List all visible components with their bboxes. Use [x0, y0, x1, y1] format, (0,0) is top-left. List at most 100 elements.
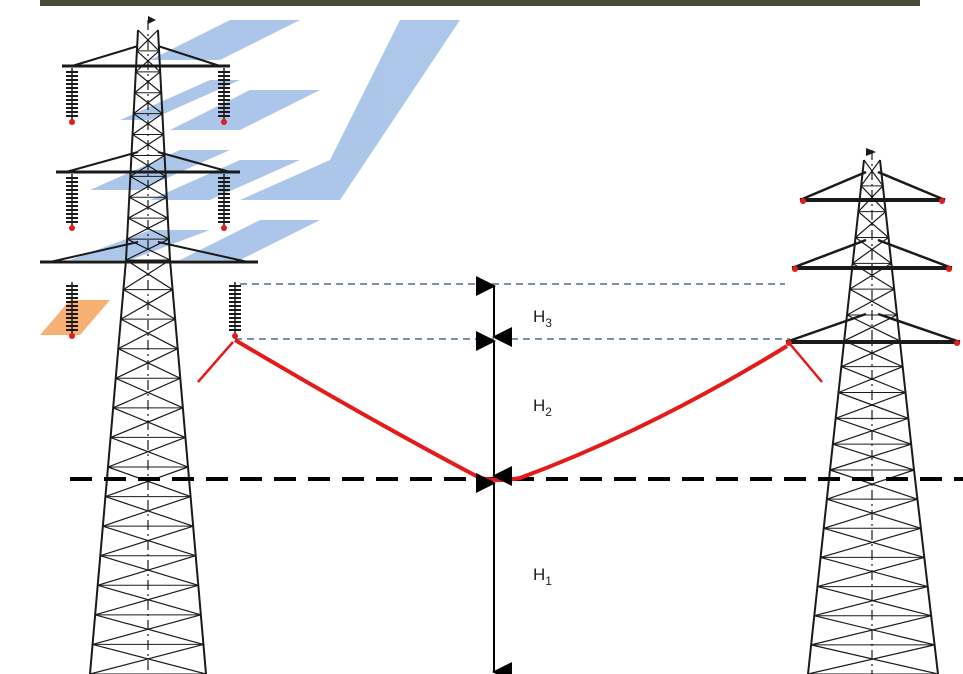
right-upper-brace [835, 391, 906, 419]
left-lower-brace [110, 436, 189, 468]
right-lower-brace [817, 556, 925, 588]
right-upper-brace [860, 159, 881, 187]
left-crossarm-low-brace [49, 241, 139, 263]
right-clamp-mid-left [792, 266, 798, 272]
right-upper-brace [843, 340, 903, 368]
right-lower-brace [817, 585, 932, 617]
right-transmission-tower [785, 148, 961, 674]
right-upper-brace [855, 211, 887, 238]
left-insulator-5-clamp [69, 333, 75, 339]
right-lower-brace [811, 644, 939, 674]
left-lower-brace [105, 496, 194, 527]
right-crossarm-top-brace [799, 170, 867, 202]
left-insulator-1-clamp [69, 119, 75, 125]
right-lower-brace [820, 556, 928, 588]
left-crossarm-top-brace [157, 45, 221, 67]
right-lower-leg-right [913, 469, 939, 674]
left-lower-brace [102, 525, 196, 557]
right-crossarm-top-brace [877, 170, 946, 202]
right-upper-brace [835, 417, 912, 445]
right-lower-brace [829, 469, 918, 500]
right-upper-brace [841, 340, 901, 368]
left-lower-brace [123, 259, 171, 291]
left-lower-brace [118, 318, 176, 350]
right-lower-brace [814, 585, 928, 617]
left-lower-brace [92, 614, 202, 646]
left-crossarm-low-brace [157, 241, 249, 263]
right-crossarm-mid-brace [877, 238, 953, 270]
left-lower-brace [110, 407, 184, 438]
left-lower-brace [120, 318, 178, 350]
left-lower-brace [89, 643, 204, 674]
left-lower-brace [123, 289, 176, 320]
left-lower-brace [118, 348, 181, 379]
right-clamp-mid-right [946, 266, 952, 272]
right-crossarm-low-brace [785, 312, 867, 344]
left-lower-brace [120, 289, 173, 320]
right-lower-leg-left [807, 469, 831, 674]
right-upper-brace [863, 159, 884, 187]
right-lower-brace [826, 469, 915, 500]
right-upper-brace [841, 366, 906, 394]
right-tower-flag [866, 148, 876, 156]
left-lower-brace [100, 525, 194, 557]
left-lower-brace [97, 555, 196, 586]
right-lower-brace [820, 527, 922, 559]
right-conductor-stub [789, 343, 823, 383]
left-lower-brace [97, 584, 202, 616]
left-crossarm-mid-brace [65, 151, 139, 173]
conductor-catenary [233, 338, 789, 482]
right-lower-brace [826, 498, 922, 529]
right-clamp-top-right [939, 198, 945, 204]
right-upper-brace [857, 211, 889, 238]
left-insulator-3-clamp [69, 225, 75, 231]
left-insulator-4-clamp [221, 225, 227, 231]
right-clamp-top-left [800, 198, 806, 204]
right-upper-brace [849, 288, 898, 316]
h2-label: H2 [533, 396, 552, 419]
right-upper-brace [843, 314, 898, 342]
right-lower-brace [807, 644, 935, 674]
right-upper-brace [846, 288, 895, 316]
left-crossarm-top-brace [71, 45, 139, 67]
left-lower-brace [94, 614, 204, 646]
right-lower-brace [823, 527, 925, 559]
left-lower-brace [92, 643, 207, 674]
left-lower-brace [107, 466, 191, 498]
right-upper-brace [832, 443, 915, 471]
right-clamp-low-right [954, 340, 960, 346]
left-lower-brace [112, 407, 186, 438]
h1-label: H1 [533, 565, 552, 588]
left-transmission-tower [40, 16, 258, 674]
left-tower-flag [148, 16, 156, 24]
left-conductor-stub [197, 341, 234, 383]
right-lower-brace [811, 615, 932, 646]
top-photo-strip [40, 0, 920, 6]
right-crossarm-low-brace [877, 312, 961, 344]
right-upper-brace [829, 443, 912, 471]
right-upper-brace [838, 391, 909, 419]
left-lower-brace [100, 555, 199, 586]
left-insulator-6-clamp [232, 333, 238, 339]
right-upper-brace [832, 417, 909, 445]
left-lower-brace [102, 496, 191, 527]
right-upper-brace [846, 314, 901, 342]
left-lower-brace [125, 259, 173, 291]
left-crossarm-mid-brace [157, 151, 231, 173]
left-lower-brace [115, 348, 178, 379]
left-upper-leg-right [157, 29, 171, 261]
left-insulator-2-clamp [221, 119, 227, 125]
right-lower-brace [814, 615, 935, 646]
h3-label: H3 [533, 307, 552, 330]
left-lower-brace [112, 377, 181, 409]
left-lower-brace [115, 377, 184, 409]
left-lower-brace [107, 436, 186, 468]
left-upper-leg-left [125, 29, 139, 261]
left-lower-brace [105, 466, 189, 498]
right-lower-brace [823, 498, 918, 529]
left-lower-brace [94, 584, 199, 616]
right-upper-brace [838, 366, 903, 394]
right-crossarm-mid-brace [791, 238, 867, 270]
